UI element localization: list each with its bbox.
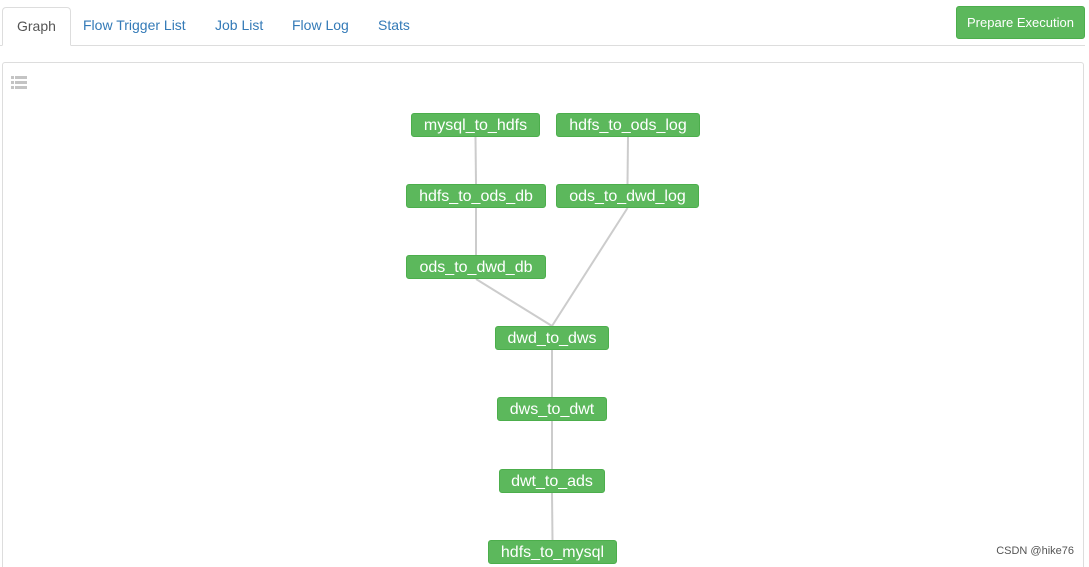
job-node-ods-to-dwd-log[interactable]: ods_to_dwd_log — [556, 184, 699, 208]
job-node-dwd-to-dws[interactable]: dwd_to_dws — [495, 326, 609, 350]
tab-bar: Graph Flow Trigger List Job List Flow Lo… — [0, 0, 1085, 46]
job-node-dwt-to-ads[interactable]: dwt_to_ads — [499, 469, 605, 493]
job-node-dws-to-dwt[interactable]: dws_to_dwt — [497, 397, 607, 421]
job-node-hdfs-to-ods-db[interactable]: hdfs_to_ods_db — [406, 184, 546, 208]
job-node-hdfs-to-ods-log[interactable]: hdfs_to_ods_log — [556, 113, 700, 137]
tab-stats[interactable]: Stats — [378, 17, 410, 33]
tab-flow-log[interactable]: Flow Log — [292, 17, 349, 33]
prepare-execution-button[interactable]: Prepare Execution — [956, 6, 1085, 39]
tab-graph[interactable]: Graph — [2, 7, 71, 46]
tab-job-list[interactable]: Job List — [215, 17, 264, 33]
job-node-ods-to-dwd-db[interactable]: ods_to_dwd_db — [406, 255, 546, 279]
list-icon[interactable] — [11, 76, 27, 90]
tab-flow-trigger-list[interactable]: Flow Trigger List — [83, 17, 186, 33]
job-node-mysql-to-hdfs[interactable]: mysql_to_hdfs — [411, 113, 540, 137]
job-node-hdfs-to-mysql[interactable]: hdfs_to_mysql — [488, 540, 617, 564]
watermark: CSDN @hike76 — [996, 545, 1074, 557]
